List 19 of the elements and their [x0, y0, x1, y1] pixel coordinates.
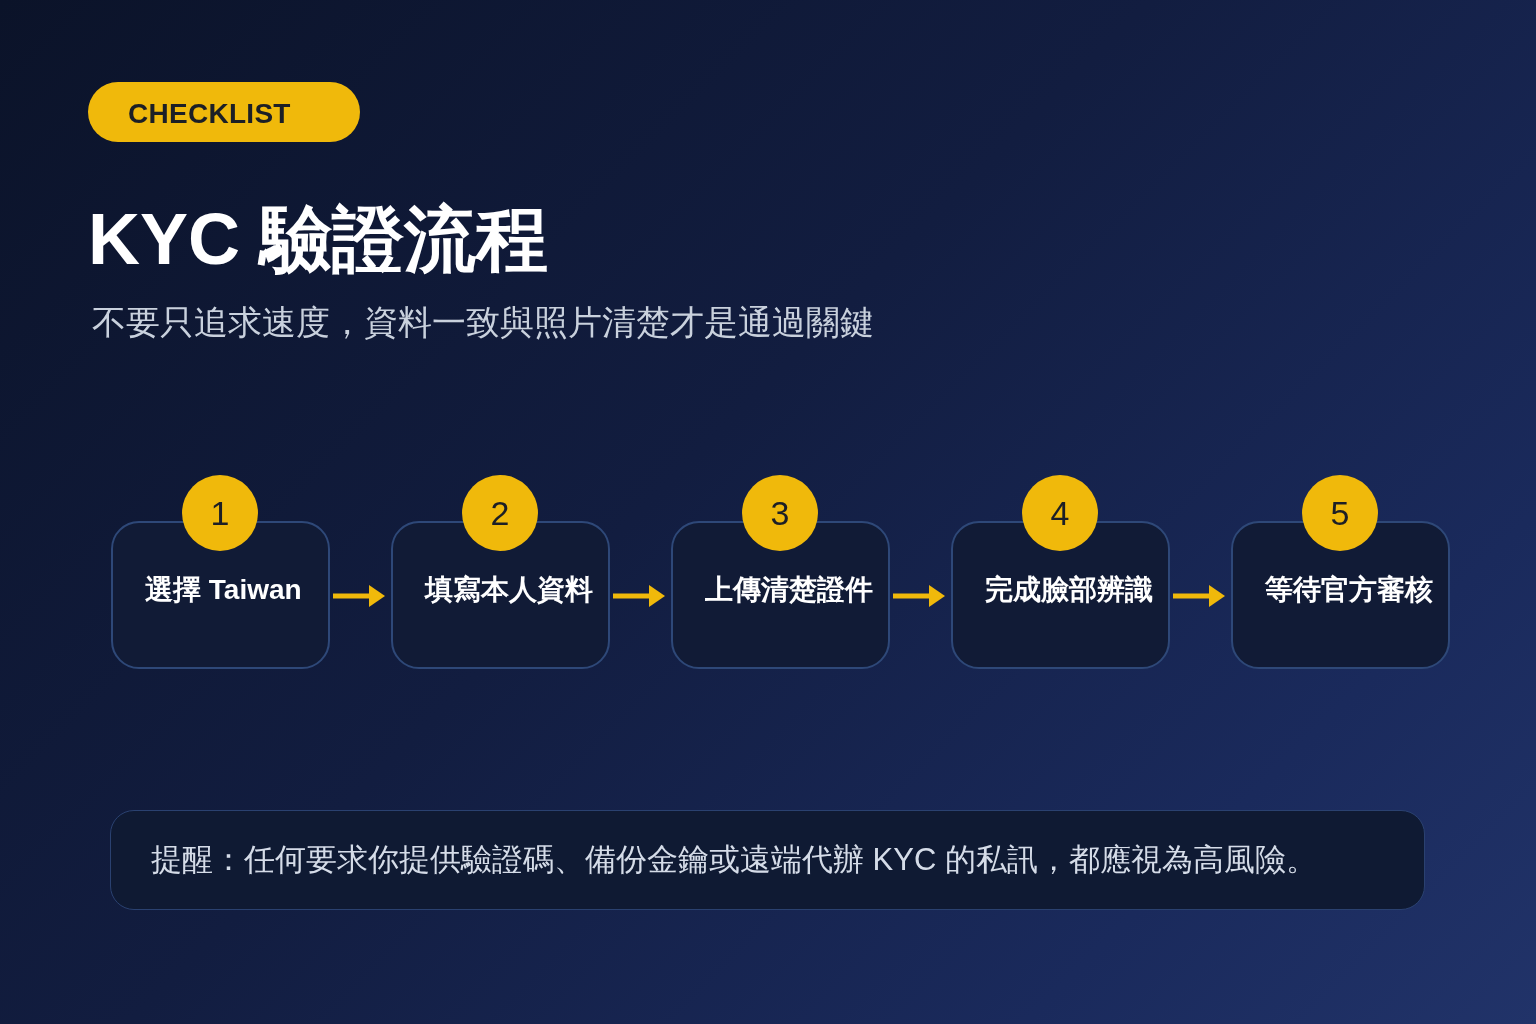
step-label: 完成臉部辨識 — [985, 573, 1153, 607]
step-label: 選擇 Taiwan — [145, 573, 302, 607]
arrow — [893, 585, 945, 607]
step-label: 填寫本人資料 — [425, 573, 593, 607]
step-number-badge: 3 — [742, 475, 818, 551]
arrow — [613, 585, 665, 607]
reminder-box — [110, 810, 1425, 910]
step-label: 上傳清楚證件 — [705, 573, 873, 607]
arrow — [1173, 585, 1225, 607]
step-number-badge: 1 — [182, 475, 258, 551]
step-number-badge: 4 — [1022, 475, 1098, 551]
arrow — [333, 585, 385, 607]
title: KYC 驗證流程 — [88, 198, 549, 281]
step-number-badge: 5 — [1302, 475, 1378, 551]
checklist-tag: CHECKLIST — [88, 82, 360, 142]
subtitle: 不要只追求速度，資料一致與照片清楚才是通過關鍵 — [92, 302, 874, 343]
step-number-badge: 2 — [462, 475, 538, 551]
reminder-text: 提醒：任何要求你提供驗證碼、備份金鑰或遠端代辦 KYC 的私訊，都應視為高風險。 — [151, 841, 1317, 879]
step-label: 等待官方審核 — [1265, 573, 1433, 607]
